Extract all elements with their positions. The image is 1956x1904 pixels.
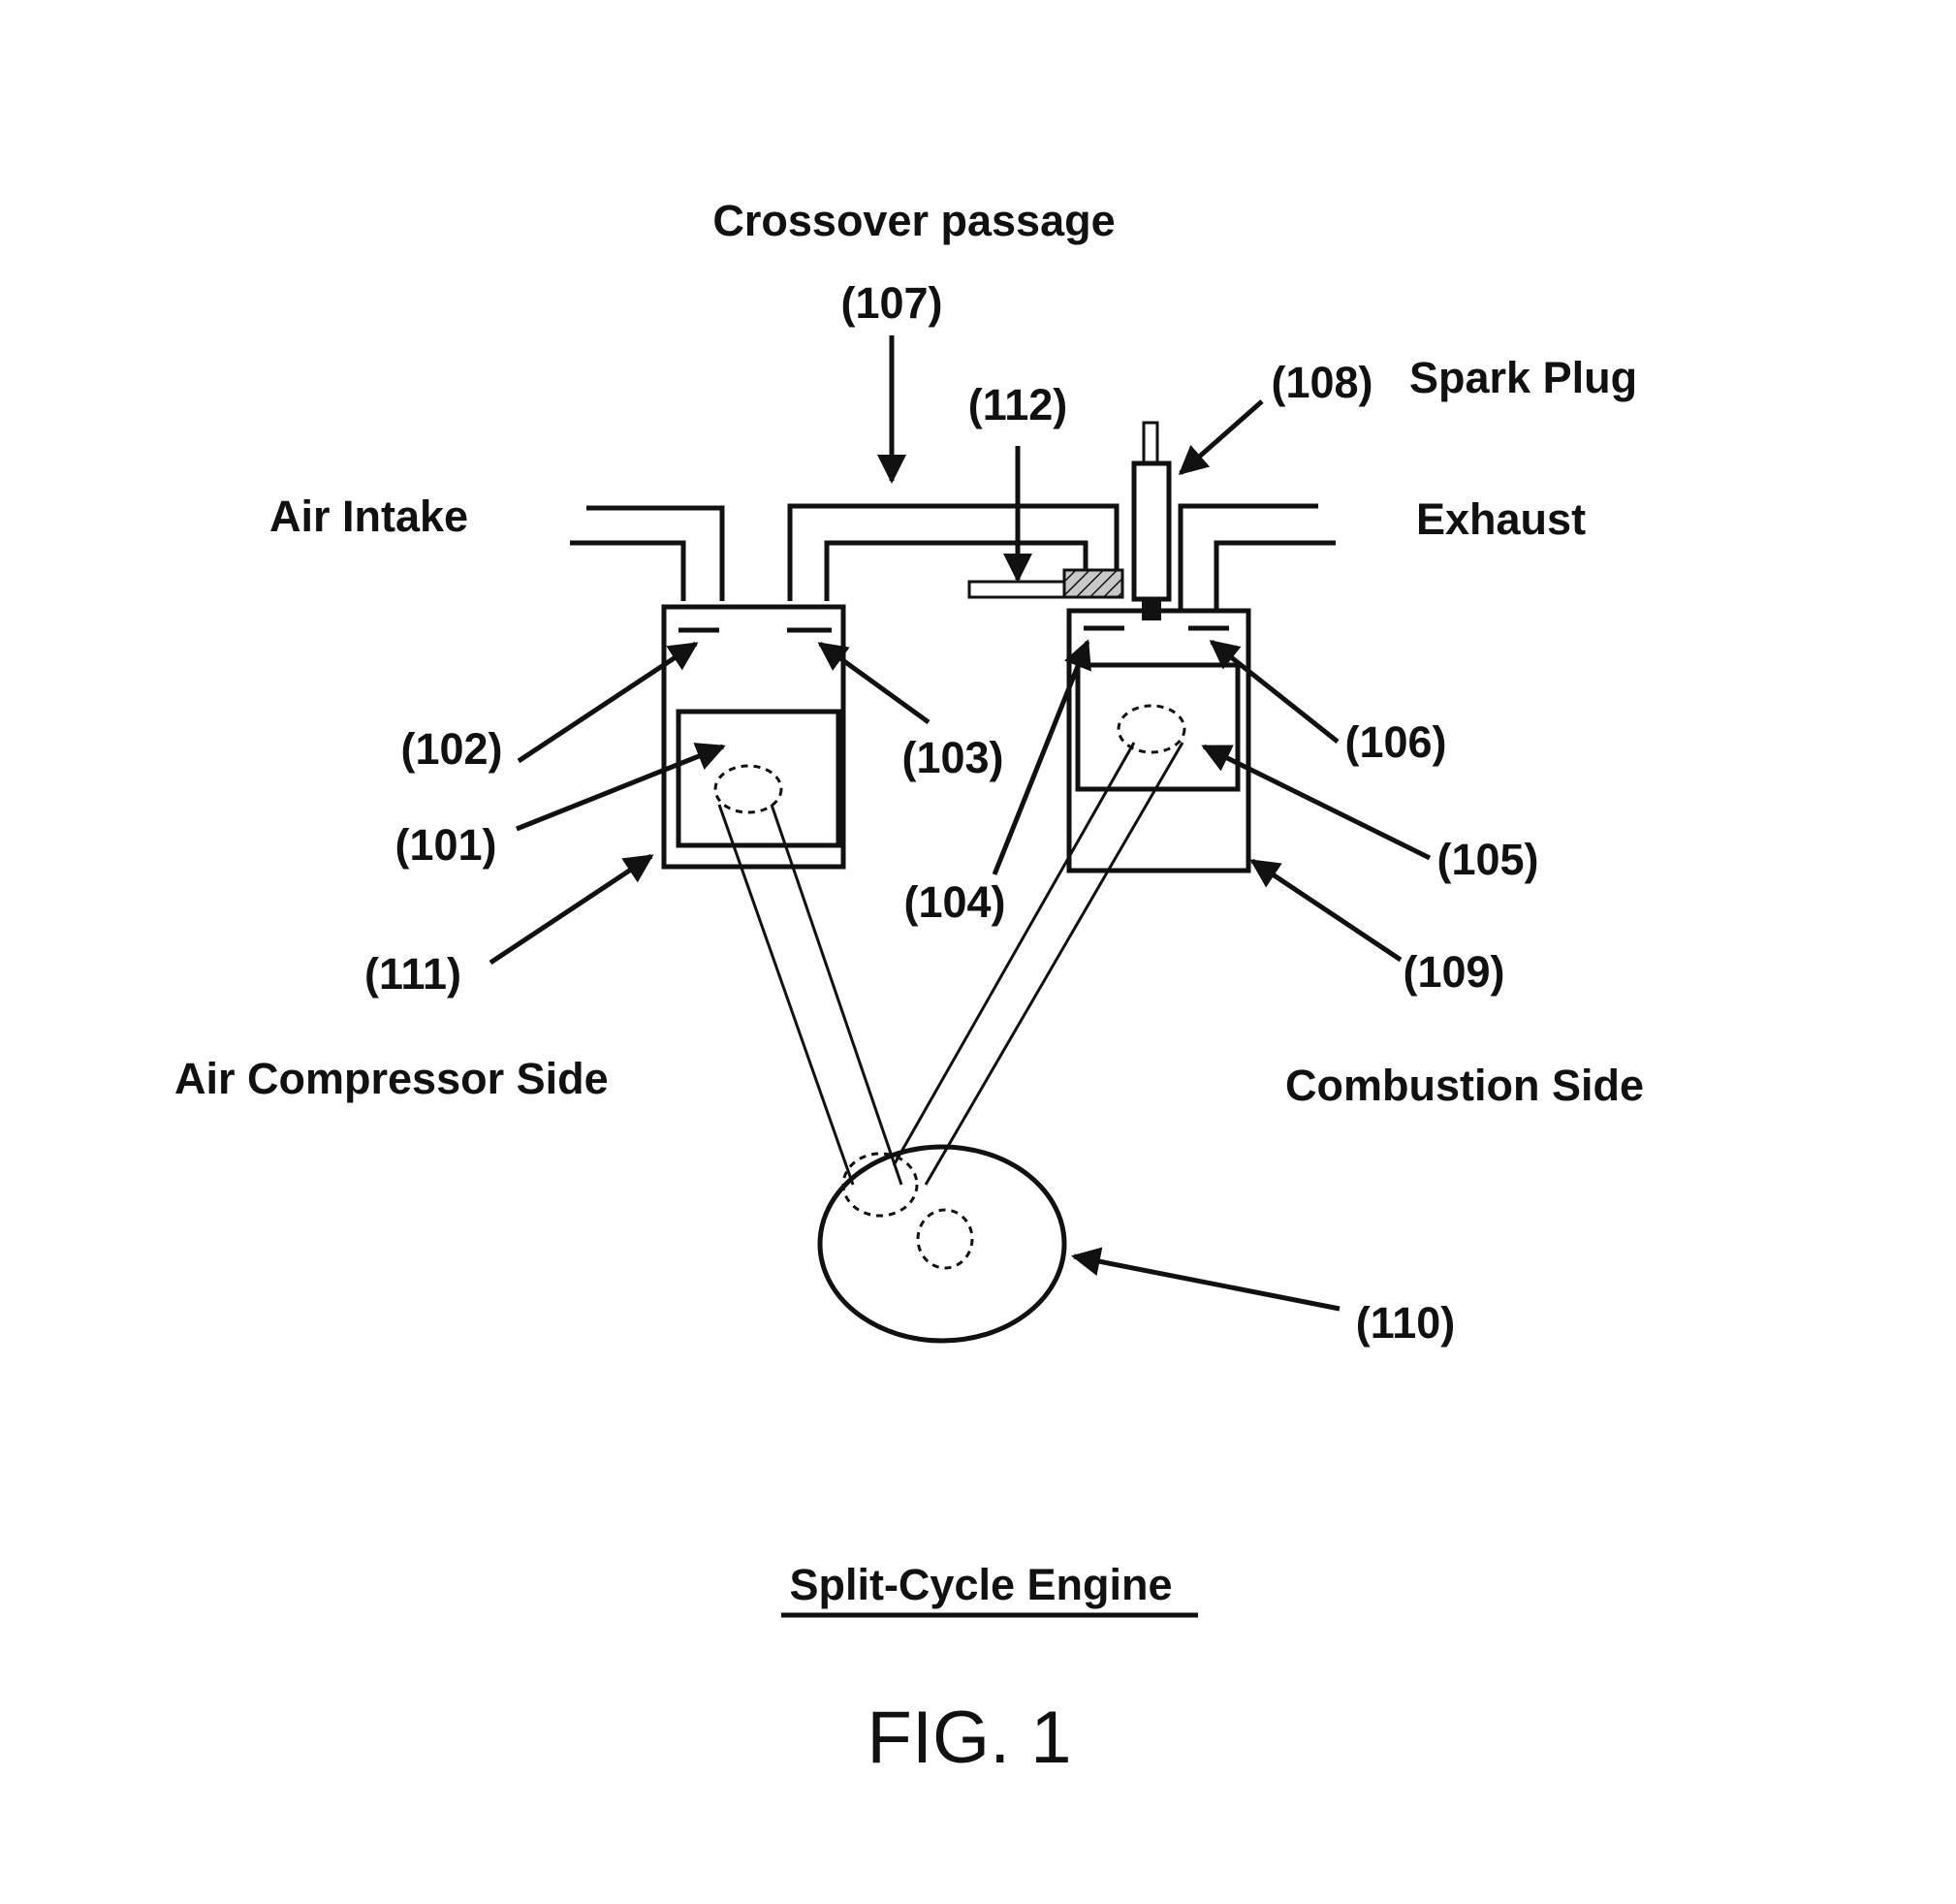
hatched-valve-seat — [1064, 570, 1122, 597]
crossover-valve — [969, 570, 1122, 597]
ref-103: (103) — [901, 733, 1003, 782]
ref-102: (102) — [400, 724, 502, 774]
label-exhaust: Exhaust — [1416, 494, 1586, 544]
connecting-rods — [719, 743, 1183, 1185]
label-combustion-side: Combustion Side — [1285, 1061, 1644, 1110]
spark-plug — [1134, 423, 1169, 620]
ref-109: (109) — [1403, 947, 1504, 997]
ref-104: (104) — [903, 877, 1005, 927]
label-air-intake: Air Intake — [269, 492, 468, 541]
ref-111: (111) — [364, 949, 461, 999]
label-spark-plug: Spark Plug — [1409, 353, 1637, 402]
ref-106: (106) — [1344, 717, 1446, 767]
ref-108: (108) — [1271, 358, 1372, 407]
compression-piston — [678, 712, 838, 845]
crankshaft — [820, 1147, 1064, 1341]
ref-112: (112) — [968, 380, 1068, 429]
exhaust-duct — [1181, 506, 1336, 609]
air-intake-duct — [570, 508, 722, 601]
ref-101: (101) — [394, 820, 496, 870]
label-crossover-passage: Crossover passage — [712, 196, 1115, 245]
ref-107: (107) — [840, 278, 942, 328]
ref-110: (110) — [1356, 1298, 1456, 1348]
figure-number: FIG. 1 — [867, 1697, 1071, 1779]
label-air-compressor-side: Air Compressor Side — [174, 1054, 609, 1103]
leader-arrows — [490, 335, 1430, 1309]
expansion-piston — [1078, 665, 1238, 789]
ref-105: (105) — [1436, 835, 1538, 884]
figure-caption: Split-Cycle Engine — [789, 1560, 1172, 1609]
